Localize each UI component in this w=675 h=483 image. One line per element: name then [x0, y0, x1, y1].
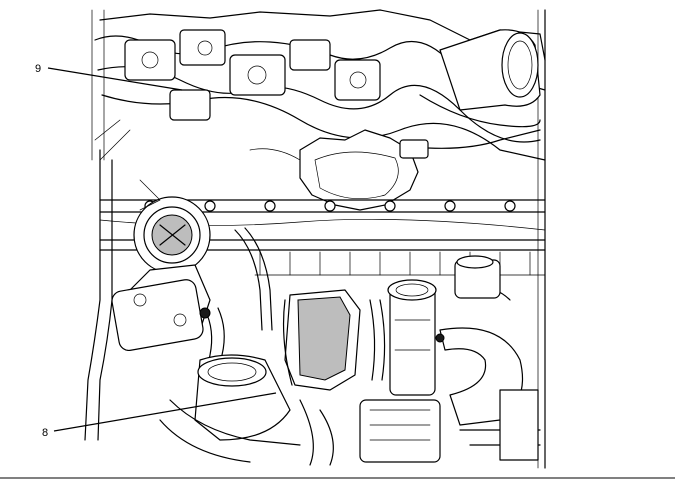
callout-label-9: 9 — [35, 63, 41, 75]
leader-line-9 — [47, 67, 183, 91]
leader-line-8 — [53, 392, 277, 432]
engine-drawing — [84, 9, 546, 469]
callout-8: 8 — [42, 392, 277, 439]
callout-label-8: 8 — [42, 427, 48, 439]
callout-9: 9 — [35, 63, 183, 91]
